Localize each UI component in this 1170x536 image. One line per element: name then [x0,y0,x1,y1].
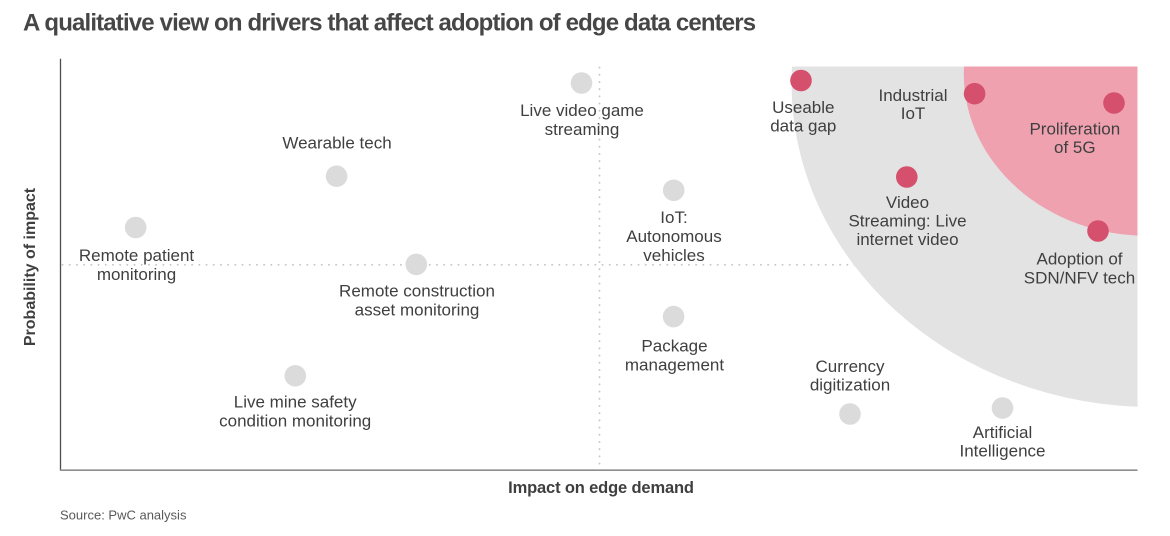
svg-text:asset monitoring: asset monitoring [355,301,480,320]
svg-text:Package: Package [641,336,707,355]
svg-text:Proliferation: Proliferation [1029,119,1120,138]
svg-text:of 5G: of 5G [1054,138,1096,157]
svg-text:condition monitoring: condition monitoring [219,412,371,431]
svg-text:IoT: IoT [901,104,926,123]
svg-text:Industrial: Industrial [879,86,948,105]
svg-text:data gap: data gap [770,117,836,136]
svg-text:Impact on edge demand: Impact on edge demand [508,479,694,497]
svg-text:Intelligence: Intelligence [959,442,1045,461]
svg-text:Adoption of: Adoption of [1036,250,1122,269]
svg-text:internet video: internet video [856,230,958,249]
svg-text:Source: PwC analysis: Source: PwC analysis [60,507,187,522]
svg-text:Currency: Currency [816,357,885,376]
svg-text:Probability of impact: Probability of impact [22,187,39,346]
svg-text:Video: Video [886,193,929,212]
svg-text:Remote construction: Remote construction [339,281,495,300]
svg-text:monitoring: monitoring [97,265,176,284]
svg-text:Live video game: Live video game [520,101,644,120]
svg-text:SDN/NFV tech: SDN/NFV tech [1024,268,1135,287]
svg-text:Autonomous: Autonomous [626,227,721,246]
svg-text:streaming: streaming [545,120,620,139]
svg-text:Streaming: Live: Streaming: Live [848,212,966,231]
svg-text:IoT:: IoT: [660,208,687,227]
svg-text:Remote patient: Remote patient [79,246,195,265]
svg-text:A qualitative view on drivers: A qualitative view on drivers that affec… [23,10,756,37]
svg-text:Live mine safety: Live mine safety [234,393,357,412]
svg-text:Useable: Useable [772,98,834,117]
svg-text:Artificial: Artificial [973,423,1033,442]
svg-text:Wearable tech: Wearable tech [282,134,391,153]
svg-text:vehicles: vehicles [643,246,704,265]
svg-text:management: management [625,355,725,374]
svg-text:digitization: digitization [810,376,890,395]
